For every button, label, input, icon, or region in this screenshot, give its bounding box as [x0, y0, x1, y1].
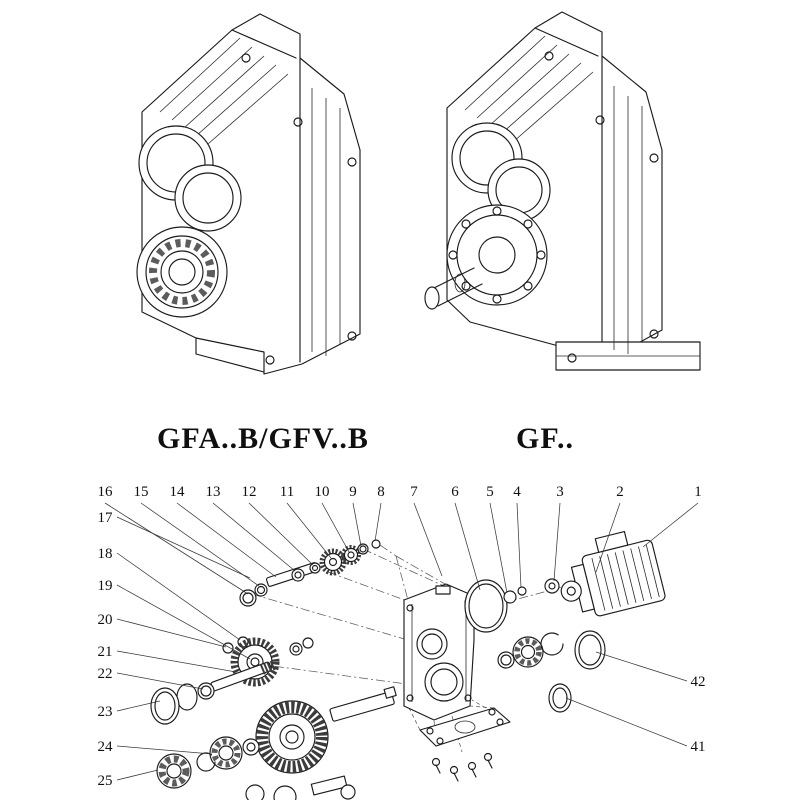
exploded-view: 16 15 14 13 12 11 10 9 8 7 6 5 4 3 2 1 1…: [98, 484, 706, 800]
leader-lines: [104, 502, 699, 781]
housing: [403, 583, 475, 721]
shaft-end: [383, 686, 397, 699]
callout-23: 23: [98, 704, 113, 720]
callout-18: 18: [98, 546, 113, 562]
motor: [560, 530, 666, 617]
callouts-top-row: 16 15 14 13 12 11 10 9 8 7 6 5 4 3 2 1: [98, 484, 702, 500]
model-label-right: GF..: [516, 422, 574, 455]
callout-11: 11: [280, 484, 294, 500]
callout-19: 19: [98, 578, 113, 594]
gasket: [464, 579, 508, 633]
callout-41: 41: [691, 739, 706, 755]
callout-24: 24: [98, 739, 114, 755]
callout-15: 15: [134, 484, 149, 500]
washer: [245, 784, 265, 800]
callout-9: 9: [349, 484, 357, 500]
spacer: [289, 642, 303, 656]
locknut: [371, 539, 381, 549]
intermediate-gear-cluster: [150, 636, 314, 725]
snap-ring: [196, 752, 216, 772]
cover-ring: [574, 630, 606, 670]
plug: [503, 590, 517, 604]
bolt: [517, 586, 527, 596]
washer: [340, 784, 356, 800]
bushing: [544, 578, 560, 594]
model-label-left: GFA..B/GFV..B: [157, 422, 369, 455]
washer: [309, 562, 321, 574]
callout-20: 20: [98, 612, 113, 628]
flange-bolts: [431, 752, 493, 782]
input-shaft-cluster: [239, 539, 381, 607]
washer: [497, 651, 515, 669]
output-shaft: [329, 691, 395, 722]
callout-12: 12: [242, 484, 257, 500]
shaft-piece: [310, 775, 348, 796]
callout-22: 22: [98, 666, 113, 682]
bearing: [273, 785, 297, 800]
callout-10: 10: [315, 484, 330, 500]
callout-42: 42: [691, 674, 706, 690]
callouts-left-column: 17 18 19 20 21 22 23 24 25: [98, 510, 114, 789]
output-flange-right: [446, 204, 548, 306]
callout-14: 14: [170, 484, 186, 500]
lower-bore-left: [174, 164, 242, 232]
callout-25: 25: [98, 773, 113, 789]
mounting-flange: [419, 707, 511, 782]
bearing: [512, 636, 544, 668]
seal-ring: [197, 682, 215, 700]
roller-bearing: [156, 753, 192, 789]
callout-3: 3: [556, 484, 564, 500]
callout-4: 4: [513, 484, 521, 500]
callout-7: 7: [410, 484, 418, 500]
spacer: [291, 568, 305, 582]
output-gear-cluster: [156, 686, 397, 800]
gearbox-iso-right: [424, 11, 701, 371]
callout-1: 1: [694, 484, 702, 500]
vent-plug: [435, 585, 451, 595]
washer: [254, 583, 268, 597]
washer: [242, 738, 260, 756]
small-gear: [341, 545, 361, 565]
bearing: [209, 736, 243, 770]
callout-21: 21: [98, 644, 113, 660]
callout-6: 6: [451, 484, 459, 500]
gearbox-iso-left: [136, 13, 361, 375]
motor-shaft: [560, 580, 582, 602]
retaining-ring: [239, 589, 257, 607]
callouts-right-column: 42 41: [691, 674, 706, 755]
terminal-box: [594, 530, 629, 553]
intermediate-gear: [230, 637, 280, 687]
washer: [302, 637, 314, 649]
callout-2: 2: [616, 484, 624, 500]
shaft-pinion-teeth: [260, 660, 276, 675]
output-shaft-right: [424, 267, 483, 310]
output-bearing-left: [136, 226, 228, 318]
callout-16: 16: [98, 484, 114, 500]
callout-5: 5: [486, 484, 494, 500]
gasket: [176, 683, 198, 711]
callout-17: 17: [98, 510, 114, 526]
snap-ring: [540, 632, 564, 656]
callout-13: 13: [206, 484, 221, 500]
callout-8: 8: [377, 484, 385, 500]
